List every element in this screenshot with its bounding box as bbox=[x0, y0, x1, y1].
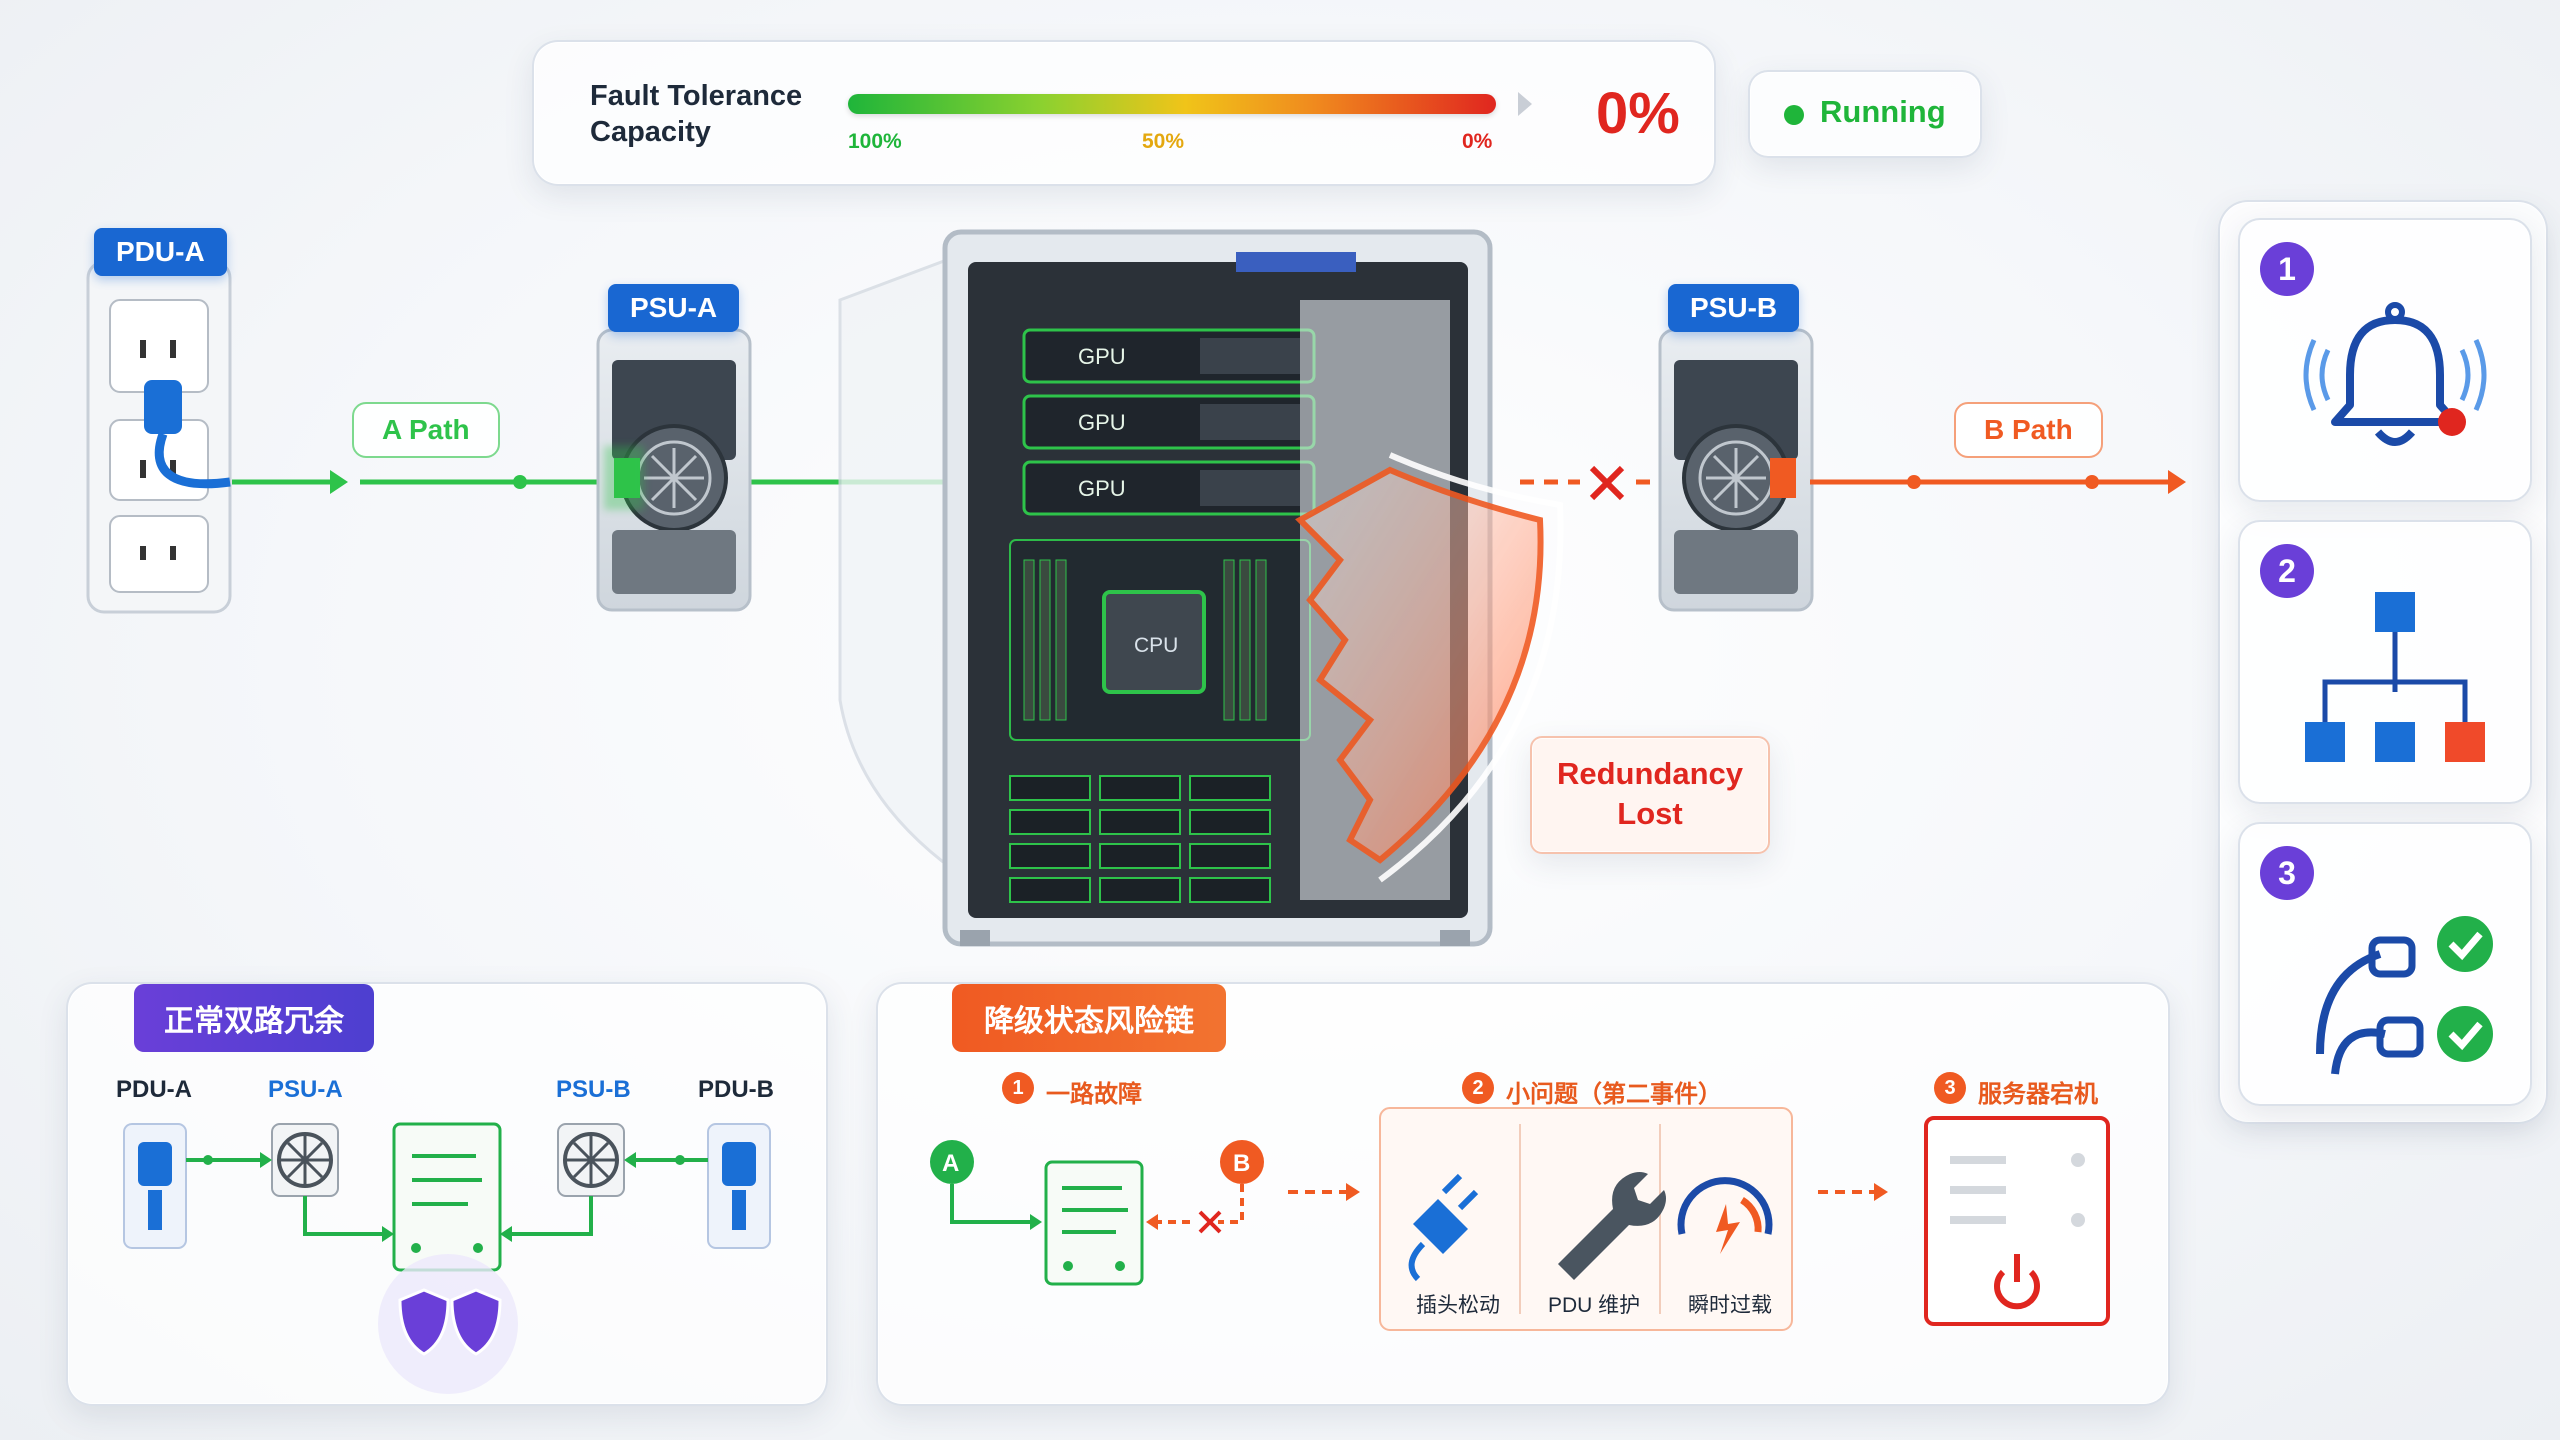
recovery-steps-panel: 1 2 3 bbox=[2218, 200, 2548, 1124]
pdu-a-outlet bbox=[86, 260, 232, 614]
status-label: Running bbox=[1820, 94, 1946, 129]
step-2-badge: 2 bbox=[2260, 544, 2314, 598]
gauge-tick-0: 0% bbox=[1462, 130, 1493, 153]
capacity-gauge-bar bbox=[848, 94, 1496, 114]
psu-b-unit bbox=[1658, 328, 1814, 612]
fault-tolerance-title: Fault Tolerance Capacity bbox=[590, 80, 803, 148]
normal-label-psu-a: PSU-A bbox=[268, 1076, 343, 1103]
redundancy-lost-callout: Redundancy Lost bbox=[1530, 736, 1770, 854]
b-path-line bbox=[1810, 470, 2186, 494]
running-status-badge: Running bbox=[1748, 70, 1982, 158]
b-path-label: B Path bbox=[1954, 402, 2103, 458]
b-path-broken-line bbox=[1520, 465, 1668, 501]
normal-redundancy-diagram bbox=[123, 1122, 771, 1394]
cpu-label: CPU bbox=[1134, 634, 1178, 657]
drive-bays bbox=[1009, 775, 1271, 903]
overload-gauge-icon bbox=[1677, 1177, 1773, 1254]
gpu-label-3: GPU bbox=[1078, 476, 1126, 501]
event-transient-overload: 瞬时过载 bbox=[1688, 1294, 1772, 1317]
redundancy-lost-text: Redundancy Lost bbox=[1556, 756, 1744, 831]
step-3-card[interactable]: 3 bbox=[2238, 822, 2532, 1106]
node-b-label: B bbox=[1233, 1150, 1250, 1177]
normal-label-pdu-a: PDU-A bbox=[116, 1076, 192, 1103]
gauge-tick-100: 100% bbox=[848, 130, 902, 153]
dual-shield-icon bbox=[398, 1288, 502, 1356]
normal-redundancy-panel: 正常双路冗余 PDU-A PSU-A PSU-B PDU-B bbox=[66, 982, 828, 1406]
wrench-icon bbox=[1558, 1172, 1666, 1280]
step-1-card[interactable]: 1 bbox=[2238, 218, 2532, 502]
gpu-label-1: GPU bbox=[1078, 344, 1126, 369]
cables-check-icon bbox=[2316, 916, 2493, 1075]
status-dot-icon bbox=[1784, 105, 1804, 125]
risk-step-1-label: 一路故障 bbox=[1046, 1081, 1142, 1108]
risk-step-3-label: 服务器宕机 bbox=[1978, 1081, 2098, 1108]
psu-b-tag: PSU-B bbox=[1668, 284, 1800, 332]
event-pdu-maintenance: PDU 维护 bbox=[1548, 1294, 1640, 1317]
normal-label-pdu-b: PDU-B bbox=[698, 1076, 774, 1103]
fault-tolerance-panel: Fault Tolerance Capacity 100% 50% 0% 0% bbox=[532, 40, 1716, 186]
gauge-tick-50: 50% bbox=[1142, 130, 1185, 153]
broken-shield-icon bbox=[1295, 452, 1564, 883]
alarm-bell-icon bbox=[2303, 302, 2487, 446]
step-3-badge: 3 bbox=[2260, 846, 2314, 900]
gpu-cards: GPU GPU GPU bbox=[1022, 328, 1316, 516]
risk-panel-title: 降级状态风险链 bbox=[952, 984, 1226, 1052]
psu-a-unit bbox=[596, 328, 752, 612]
pdu-a-tag: PDU-A bbox=[94, 228, 227, 276]
gauge-pointer-icon bbox=[1518, 92, 1532, 116]
node-a-label: A bbox=[942, 1150, 959, 1177]
hierarchy-tree-icon bbox=[2305, 592, 2485, 762]
ram-slots bbox=[1023, 559, 1267, 721]
a-path-label: A Path bbox=[352, 402, 500, 458]
loose-plug-icon bbox=[1408, 1173, 1479, 1282]
fault-tolerance-value: 0% bbox=[1596, 81, 1680, 146]
risk-step-1-badge: 1 bbox=[1002, 1072, 1034, 1104]
risk-chain-diagram: A B 插头 bbox=[930, 1107, 2110, 1331]
risk-step-2-label: 小问题（第二事件） bbox=[1506, 1081, 1722, 1108]
topology-diagram: GPU GPU GPU CPU bbox=[86, 229, 2186, 947]
gpu-label-2: GPU bbox=[1078, 410, 1126, 435]
event-loose-plug: 插头松动 bbox=[1416, 1294, 1500, 1317]
psu-a-tag: PSU-A bbox=[608, 284, 740, 332]
step-2-card[interactable]: 2 bbox=[2238, 520, 2532, 804]
degraded-risk-chain-panel: 降级状态风险链 1 一路故障 2 小问题（第二事件） 3 服务器宕机 A B bbox=[876, 982, 2170, 1406]
power-off-icon bbox=[1994, 1254, 2040, 1310]
risk-step-3-badge: 3 bbox=[1934, 1072, 1966, 1104]
risk-step-2-badge: 2 bbox=[1462, 1072, 1494, 1104]
normal-label-psu-b: PSU-B bbox=[556, 1076, 631, 1103]
step-1-badge: 1 bbox=[2260, 242, 2314, 296]
normal-panel-title: 正常双路冗余 bbox=[134, 984, 374, 1052]
